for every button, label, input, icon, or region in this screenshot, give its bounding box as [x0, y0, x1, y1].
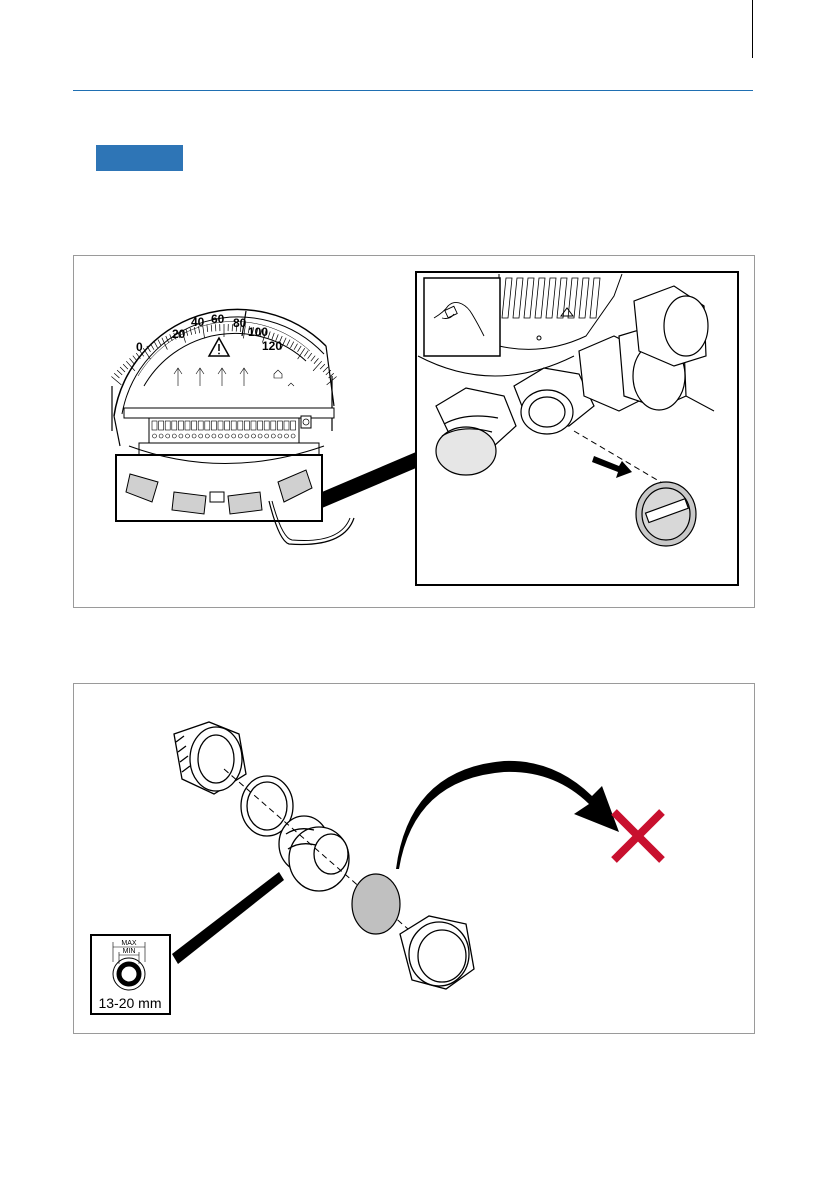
terminal-screw — [278, 434, 282, 438]
dial-tick — [154, 342, 157, 348]
curved-arrow-icon — [396, 761, 619, 869]
dial-tick — [290, 342, 293, 348]
dial-tick — [151, 344, 155, 350]
terminal-screw — [291, 434, 295, 438]
dial-tick — [297, 346, 301, 352]
diameter-range-label: 13-20 mm — [98, 995, 161, 1011]
terminal-slot — [291, 421, 296, 430]
dial-tick — [207, 325, 208, 332]
terminal-slot — [185, 421, 190, 430]
sealing-disc — [352, 874, 400, 934]
dial-tick — [304, 351, 308, 357]
blanking-plug — [636, 482, 696, 546]
dial-tick — [323, 367, 328, 372]
terminal-screw — [225, 434, 229, 438]
terminal-slot — [258, 421, 263, 430]
terminal-slot — [238, 421, 243, 430]
dial-tick — [320, 364, 325, 369]
cable — [269, 501, 354, 544]
dial-tick — [117, 370, 122, 375]
dial-tick — [268, 331, 270, 338]
dial-tick — [114, 373, 119, 378]
terminal-screw — [153, 434, 157, 438]
terminal-slot — [225, 421, 230, 430]
terminal-screw — [265, 434, 269, 438]
terminal-slot — [159, 421, 164, 430]
terminal-slot — [244, 421, 249, 430]
terminal-slot — [231, 421, 236, 430]
dial-tick — [130, 358, 134, 363]
dial-tick — [120, 367, 125, 372]
terminal-screw — [186, 434, 190, 438]
dial-tick — [314, 358, 318, 363]
gland-insert — [279, 816, 349, 891]
scale-label-0: 0 — [136, 340, 143, 354]
dial-tick — [111, 377, 121, 385]
terminal-screw — [179, 434, 183, 438]
scale-label-40: 40 — [191, 315, 205, 329]
zoom-connector — [322, 452, 416, 508]
terminal-slot — [264, 421, 269, 430]
terminal-screw — [232, 434, 236, 438]
wiring-diagram — [174, 368, 294, 386]
terminal-block — [124, 408, 334, 455]
figure-gauge-housing: 0 20 40 60 80 100 120 — [73, 255, 755, 608]
terminal-slot — [152, 421, 157, 430]
terminal-screw — [238, 434, 242, 438]
terminal-screw — [258, 434, 262, 438]
diameter-callout: MAX MIN 13-20 mm — [91, 935, 170, 1014]
terminal-screw — [219, 434, 223, 438]
terminal-slot — [172, 421, 177, 430]
terminal-slot — [211, 421, 216, 430]
terminal-screw — [245, 434, 249, 438]
terminal-slot — [192, 421, 197, 430]
cross-icon — [614, 812, 662, 860]
terminal-slot — [271, 421, 276, 430]
terminal-slot — [178, 421, 183, 430]
terminal-screw — [212, 434, 216, 438]
terminal-screw — [172, 434, 176, 438]
dial-tick — [308, 353, 312, 359]
terminal-slot — [205, 421, 210, 430]
crop-mark — [752, 0, 753, 58]
dial-tick — [133, 356, 137, 361]
terminal-screw — [166, 434, 170, 438]
terminal-slot — [218, 421, 223, 430]
dial-tick — [294, 344, 298, 350]
callout-pointer — [172, 872, 284, 964]
warning-triangle-icon — [209, 338, 229, 356]
terminal-screw — [159, 434, 163, 438]
terminal-screw — [252, 434, 256, 438]
figure-gauge-illustration: 0 20 40 60 80 100 120 — [74, 256, 754, 607]
section-badge — [96, 145, 183, 171]
terminal-slot — [277, 421, 282, 430]
dial-tick — [123, 364, 128, 369]
terminal-screw — [285, 434, 289, 438]
terminal-slot — [284, 421, 289, 430]
gland-body — [174, 722, 246, 794]
max-label: MAX — [121, 940, 137, 947]
terminal-screw — [271, 434, 275, 438]
scale-label-20: 20 — [172, 327, 186, 341]
min-label: MIN — [123, 948, 136, 955]
terminal-slot — [251, 421, 256, 430]
dial-tick — [311, 356, 315, 361]
dial-tick — [158, 340, 161, 346]
cable-gland-blocks — [126, 470, 312, 514]
terminal-slot — [198, 421, 203, 430]
dial-tick — [313, 361, 322, 371]
dial-tick — [287, 340, 290, 346]
scale-label-60: 60 — [211, 312, 225, 326]
scale-label-120: 120 — [262, 339, 282, 353]
terminal-screw — [192, 434, 196, 438]
header-rule — [73, 90, 753, 91]
terminal-slot — [165, 421, 170, 430]
figure-cable-gland-assembly: MAX MIN 13-20 mm — [73, 683, 755, 1034]
terminal-screw — [205, 434, 209, 438]
scale-label-100: 100 — [248, 325, 268, 339]
figure-gland-illustration: MAX MIN 13-20 mm — [74, 684, 754, 1033]
terminal-screw — [199, 434, 203, 438]
cap-nut — [400, 916, 474, 989]
